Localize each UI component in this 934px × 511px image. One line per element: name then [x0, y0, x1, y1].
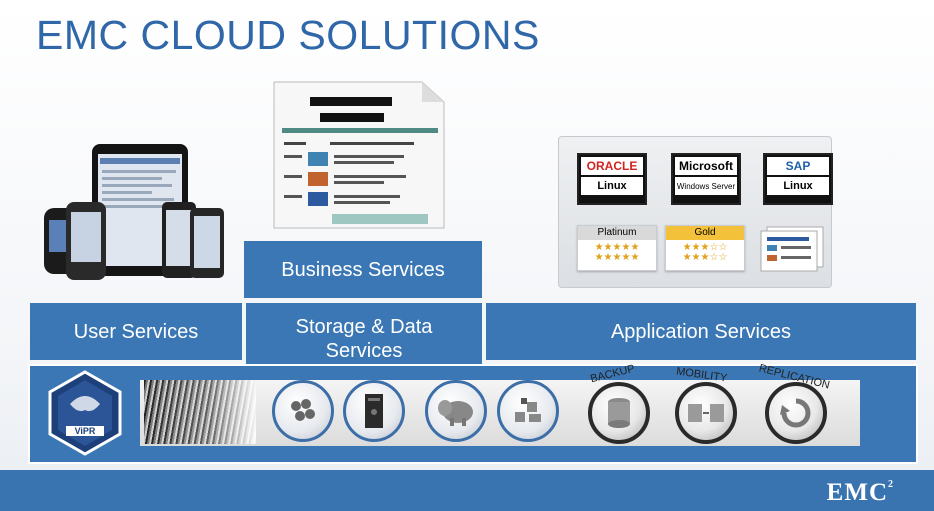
footer-bar	[0, 470, 934, 511]
platinum-stars-icon: ★★★★★★★★★★	[594, 242, 640, 263]
replication-icon	[765, 382, 827, 444]
application-services-box: Application Services	[486, 303, 916, 360]
devices-illustration	[40, 142, 230, 282]
oracle-label: ORACLE	[581, 157, 643, 175]
application-panel: ORACLE Linux Microsoft Windows Server SA…	[558, 136, 833, 288]
emc-logo: EMC2	[827, 479, 894, 507]
emc-brand-sup: 2	[888, 479, 894, 490]
storage-data-services-label: Storage & Data Services	[295, 316, 433, 362]
gold-tier-card: Gold ★★★☆☆★★★☆☆	[665, 225, 745, 271]
oracle-linux-logo: ORACLE Linux	[577, 153, 647, 205]
gold-label: Gold	[666, 226, 744, 240]
storage-data-services-box: Storage & Data Services	[246, 303, 482, 375]
vipr-logo-icon: ViPR	[48, 370, 122, 456]
backup-icon	[588, 382, 650, 444]
page-title: EMC CLOUD SOLUTIONS	[36, 12, 540, 58]
mobility-icon	[675, 382, 737, 444]
cloud-cluster-icon	[272, 380, 334, 442]
platinum-tier-card: Platinum ★★★★★★★★★★	[577, 225, 657, 271]
gold-stars-icon: ★★★☆☆★★★☆☆	[682, 242, 728, 263]
document-illustration	[272, 80, 448, 230]
vipr-label: ViPR	[74, 426, 96, 436]
emc-brand: EMC	[826, 479, 888, 506]
analytics-blocks-icon	[497, 380, 559, 442]
linux-label: Linux	[581, 177, 643, 195]
windows-server-label: Windows Server	[675, 177, 737, 195]
user-services-box: User Services	[30, 303, 242, 360]
report-sheets-icon	[755, 225, 827, 273]
storage-array-icon	[343, 380, 405, 442]
data-texture-image	[144, 380, 256, 444]
sap-linux-logo: SAP Linux	[763, 153, 833, 205]
platinum-label: Platinum	[578, 226, 656, 240]
business-services-box: Business Services	[244, 241, 482, 298]
linux-label: Linux	[767, 177, 829, 195]
microsoft-windows-logo: Microsoft Windows Server	[671, 153, 741, 205]
microsoft-label: Microsoft	[675, 157, 737, 175]
sap-label: SAP	[767, 157, 829, 175]
hadoop-elephant-icon	[425, 380, 487, 442]
